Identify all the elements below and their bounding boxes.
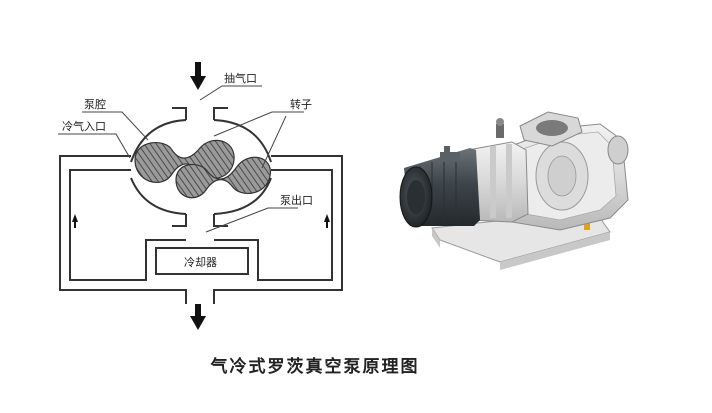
rotor-right [175, 156, 271, 199]
diagram-caption: 气冷式罗茨真空泵原理图 [210, 357, 420, 377]
label-cooler: 冷却器 [184, 256, 217, 269]
loop-arrow-right [324, 214, 330, 222]
leader-lines [58, 85, 304, 233]
label-cold-gas-inlet: 冷气入口 [62, 119, 106, 133]
schematic [59, 107, 343, 304]
inlet-flange-right [213, 107, 228, 120]
outlet-flange-left [172, 214, 187, 227]
loop-outer-right [228, 155, 343, 291]
terminal-box [440, 152, 460, 162]
exhaust-arrow [190, 304, 206, 330]
outlet-flange-right [213, 214, 228, 227]
label-inlet: 抽气口 [224, 71, 257, 85]
exhaust-flange-left [172, 289, 187, 304]
exhaust-flange-right [213, 289, 228, 304]
arrows [72, 62, 330, 330]
label-rotor: 转子 [290, 97, 312, 111]
loop-outer-left [59, 155, 172, 291]
pump-illustration [399, 111, 629, 270]
inlet-flange-left [172, 107, 187, 120]
cooler-box [155, 247, 249, 275]
label-chamber: 泵腔 [84, 97, 106, 111]
loop-inner-right [214, 169, 333, 281]
loop-inner-left [69, 169, 186, 281]
loop-arrow-left [72, 214, 78, 222]
pump-chamber-bottom [130, 177, 272, 215]
gauge [496, 124, 504, 138]
rotors [134, 139, 271, 199]
warning-label [584, 222, 590, 230]
rotor-left [134, 139, 235, 183]
inlet-arrow [190, 62, 206, 90]
label-outlet: 泵出口 [280, 193, 313, 207]
